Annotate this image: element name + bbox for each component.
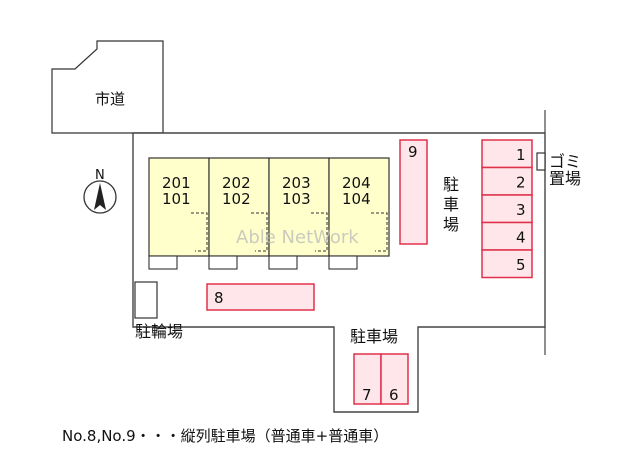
parking-number: 2 <box>516 174 526 192</box>
parking-label-char: 場 <box>443 215 459 234</box>
road-label: 市道 <box>95 90 125 108</box>
entrance-step <box>148 255 178 270</box>
parking-column-right: 1 2 3 4 5 <box>481 139 533 279</box>
parking-space-2: 2 <box>481 166 533 196</box>
north-label: N <box>95 168 105 183</box>
unit-number-lower: 102 <box>222 190 251 208</box>
footnote: No.8,No.9・・・縦列駐車場（普通車+普通車） <box>62 427 389 445</box>
entrance-step <box>328 255 358 270</box>
unit-number-upper: 202 <box>222 174 251 192</box>
watermark: Able NetWork <box>236 227 359 248</box>
parking-number: 9 <box>408 143 418 161</box>
parking-number: 6 <box>389 386 399 404</box>
unit-number-lower: 103 <box>282 190 311 208</box>
parking-space-6: 6 <box>380 353 409 405</box>
stair-outline <box>251 212 268 252</box>
parking-number: 1 <box>516 146 526 164</box>
bicycle-parking-box <box>134 281 158 319</box>
parking-space-3: 3 <box>481 194 533 224</box>
parking-label-char: 車 <box>443 195 459 214</box>
parking-number: 3 <box>516 201 526 219</box>
unit-number-upper: 204 <box>342 174 371 192</box>
parking-space-7: 7 <box>353 353 382 405</box>
parking-space-4: 4 <box>481 221 533 251</box>
parking-space-1: 1 <box>481 139 533 169</box>
unit-number-lower: 101 <box>162 190 191 208</box>
parking-space-5: 5 <box>481 249 533 279</box>
parking-number: 8 <box>214 289 224 307</box>
parking-number: 4 <box>516 229 526 247</box>
lower-parking-label: 駐車場 <box>350 327 398 346</box>
entrance-step <box>268 255 298 270</box>
unit-number-lower: 104 <box>342 190 371 208</box>
road-outline <box>51 40 164 134</box>
north-arrow-icon: N <box>83 168 117 214</box>
stair-outline <box>311 212 328 252</box>
parking-space-8: 8 <box>206 283 315 311</box>
unit-number-upper: 201 <box>162 174 191 192</box>
garbage-label-2: 置場 <box>549 169 581 188</box>
unit-number-upper: 203 <box>282 174 311 192</box>
stair-outline <box>191 212 208 252</box>
parking-space-9: 9 <box>399 139 428 245</box>
parking-label-char: 駐 <box>443 175 459 194</box>
parking-number: 7 <box>362 386 372 404</box>
parking-number: 5 <box>516 256 526 274</box>
bicycle-parking-label: 駐輪場 <box>135 322 183 341</box>
entrance-step <box>208 255 238 270</box>
stair-outline <box>371 212 388 252</box>
garbage-label-1: ゴミ <box>549 152 581 171</box>
garbage-box <box>536 152 546 171</box>
